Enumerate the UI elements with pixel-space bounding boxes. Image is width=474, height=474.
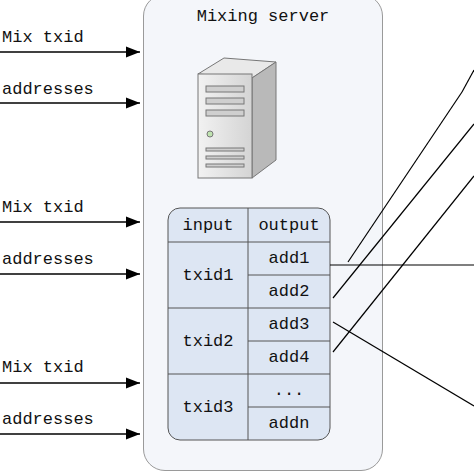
table-cell: ... — [248, 374, 330, 407]
table-cell: add2 — [248, 275, 330, 308]
mix-table — [168, 208, 330, 440]
table-cell: txid3 — [168, 374, 248, 440]
input-label: Mix txid — [2, 358, 84, 377]
table-cell: add4 — [248, 341, 330, 374]
table-cell: add1 — [248, 242, 330, 275]
server-icon — [198, 58, 276, 178]
input-label: addresses — [2, 410, 94, 429]
table-header: input — [168, 208, 248, 242]
table-cell: add3 — [248, 308, 330, 341]
table-cell: txid2 — [168, 308, 248, 374]
input-label: Mix txid — [2, 198, 84, 217]
table-cell: txid1 — [168, 242, 248, 308]
table-cell: addn — [248, 407, 330, 440]
input-arrows — [0, 52, 140, 434]
node-title: Mixing server — [144, 7, 382, 26]
input-label: addresses — [2, 250, 94, 269]
table-header: output — [248, 208, 330, 242]
input-label: addresses — [2, 80, 94, 99]
input-label: Mix txid — [2, 28, 84, 47]
